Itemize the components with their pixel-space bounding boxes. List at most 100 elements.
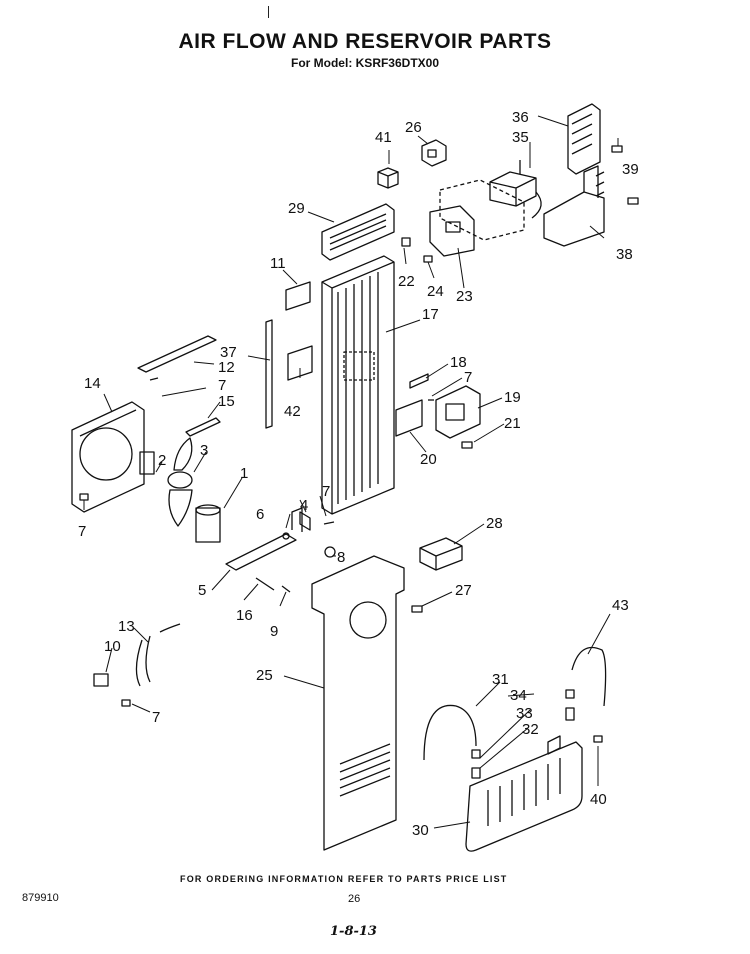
part-26-clip — [421, 139, 447, 167]
callout-42: 42 — [284, 403, 301, 420]
callout-2: 2 — [158, 452, 166, 469]
part-14-fan-shroud — [71, 401, 145, 513]
part-24-screw — [423, 255, 433, 263]
part-11-pad — [285, 281, 311, 311]
part-39-screw-b — [627, 197, 639, 205]
part-40-screw — [593, 735, 603, 743]
callout-21: 21 — [504, 415, 521, 432]
callout-1: 1 — [240, 465, 248, 482]
callout-22: 22 — [398, 273, 415, 290]
part-10-connector — [93, 673, 109, 687]
part-18-clip — [409, 373, 429, 389]
part-21-screw — [461, 441, 473, 449]
part-43-tube — [571, 646, 607, 707]
leader-lines — [83, 115, 619, 829]
part-1-fan-motor — [195, 504, 221, 543]
callout-16: 16 — [236, 607, 253, 624]
callout-19: 19 — [504, 389, 521, 406]
part-38-bracket — [543, 165, 605, 247]
part-7-screw-mid — [323, 521, 335, 525]
part-16-rod — [255, 577, 275, 591]
callout-15: 15 — [218, 393, 235, 410]
part-9-screw — [281, 585, 291, 593]
part-28-block — [419, 537, 463, 571]
part-36-bracket — [567, 103, 601, 175]
part-29-grille — [321, 203, 395, 261]
callout-26: 26 — [405, 119, 422, 136]
part-3-fan-blade — [167, 437, 193, 527]
callout-29: 29 — [288, 200, 305, 217]
callout-32: 32 — [522, 721, 539, 738]
part-7-screw-upper — [149, 377, 159, 381]
page-number: 26 — [348, 893, 361, 905]
callout-17: 17 — [422, 306, 439, 323]
callout-40: 40 — [590, 791, 607, 808]
callout-28: 28 — [486, 515, 503, 532]
part-42-pad — [287, 345, 313, 381]
part-22-clip — [401, 237, 411, 247]
part-7-screw-lower — [121, 699, 131, 707]
callout-7-left: 7 — [78, 523, 86, 540]
callout-4: 4 — [300, 497, 308, 514]
callout-30: 30 — [412, 822, 429, 839]
part-34-fitting-left — [471, 749, 481, 759]
part-41-cap — [377, 167, 399, 189]
part-34-fitting-right — [565, 689, 575, 699]
callout-41: 41 — [375, 129, 392, 146]
callout-14: 14 — [84, 375, 101, 392]
callout-7-right: 7 — [464, 369, 472, 386]
ordering-note: FOR ORDERING INFORMATION REFER TO PARTS … — [180, 874, 508, 884]
part-17-panel — [321, 255, 395, 515]
page-title: AIR FLOW AND RESERVOIR PARTS — [178, 30, 552, 53]
part-27-screw — [411, 605, 423, 613]
document-number: 879910 — [22, 892, 59, 904]
part-12-bar — [137, 335, 217, 373]
callout-33: 33 — [516, 705, 533, 722]
part-33-fitting-right — [565, 707, 575, 721]
handwritten-note: 1-8-13 — [330, 924, 377, 939]
callout-24: 24 — [427, 283, 444, 300]
callout-9: 9 — [270, 623, 278, 640]
callout-27: 27 — [455, 582, 472, 599]
callout-13: 13 — [118, 618, 135, 635]
top-tick-mark — [268, 6, 269, 18]
callout-3: 3 — [200, 442, 208, 459]
callout-11: 11 — [270, 255, 286, 272]
callout-8: 8 — [337, 549, 345, 566]
part-5-motor-bracket — [225, 507, 303, 571]
callout-36: 36 — [512, 109, 529, 126]
callout-25: 25 — [256, 667, 273, 684]
part-4-clip — [299, 511, 311, 531]
part-31-tube — [423, 704, 477, 761]
callout-23: 23 — [456, 288, 473, 305]
part-8-screw — [324, 546, 336, 558]
model-subtitle: For Model: KSRF36DTX00 — [290, 56, 440, 70]
part-37-gasket — [265, 319, 273, 429]
callout-7-mid: 7 — [322, 483, 330, 500]
callout-labels: 41 26 29 11 36 35 39 38 22 24 23 17 37 1… — [78, 109, 639, 839]
part-20-pad — [395, 399, 423, 437]
callout-20: 20 — [420, 451, 437, 468]
callout-12: 12 — [218, 359, 235, 376]
callout-38: 38 — [616, 246, 633, 263]
part-39-screw-a — [611, 145, 623, 153]
callout-43: 43 — [612, 597, 629, 614]
callout-31: 31 — [492, 671, 509, 688]
part-33-fitting-left — [471, 767, 481, 779]
callout-5: 5 — [198, 582, 206, 599]
callout-6: 6 — [256, 506, 264, 523]
part-25-rear-panel — [311, 555, 405, 851]
part-2-grommet — [139, 451, 155, 475]
callout-7-upper: 7 — [218, 377, 226, 394]
callout-34: 34 — [510, 687, 527, 704]
part-6-nut — [282, 532, 290, 540]
part-35-connector — [489, 160, 542, 219]
callout-35: 35 — [512, 129, 529, 146]
bracket-outline — [439, 179, 525, 241]
part-15-clip — [185, 417, 221, 437]
part-13-harness — [135, 623, 181, 687]
part-30-reservoir — [465, 735, 583, 852]
callout-18: 18 — [450, 354, 467, 371]
part-19-bracket — [435, 385, 481, 439]
